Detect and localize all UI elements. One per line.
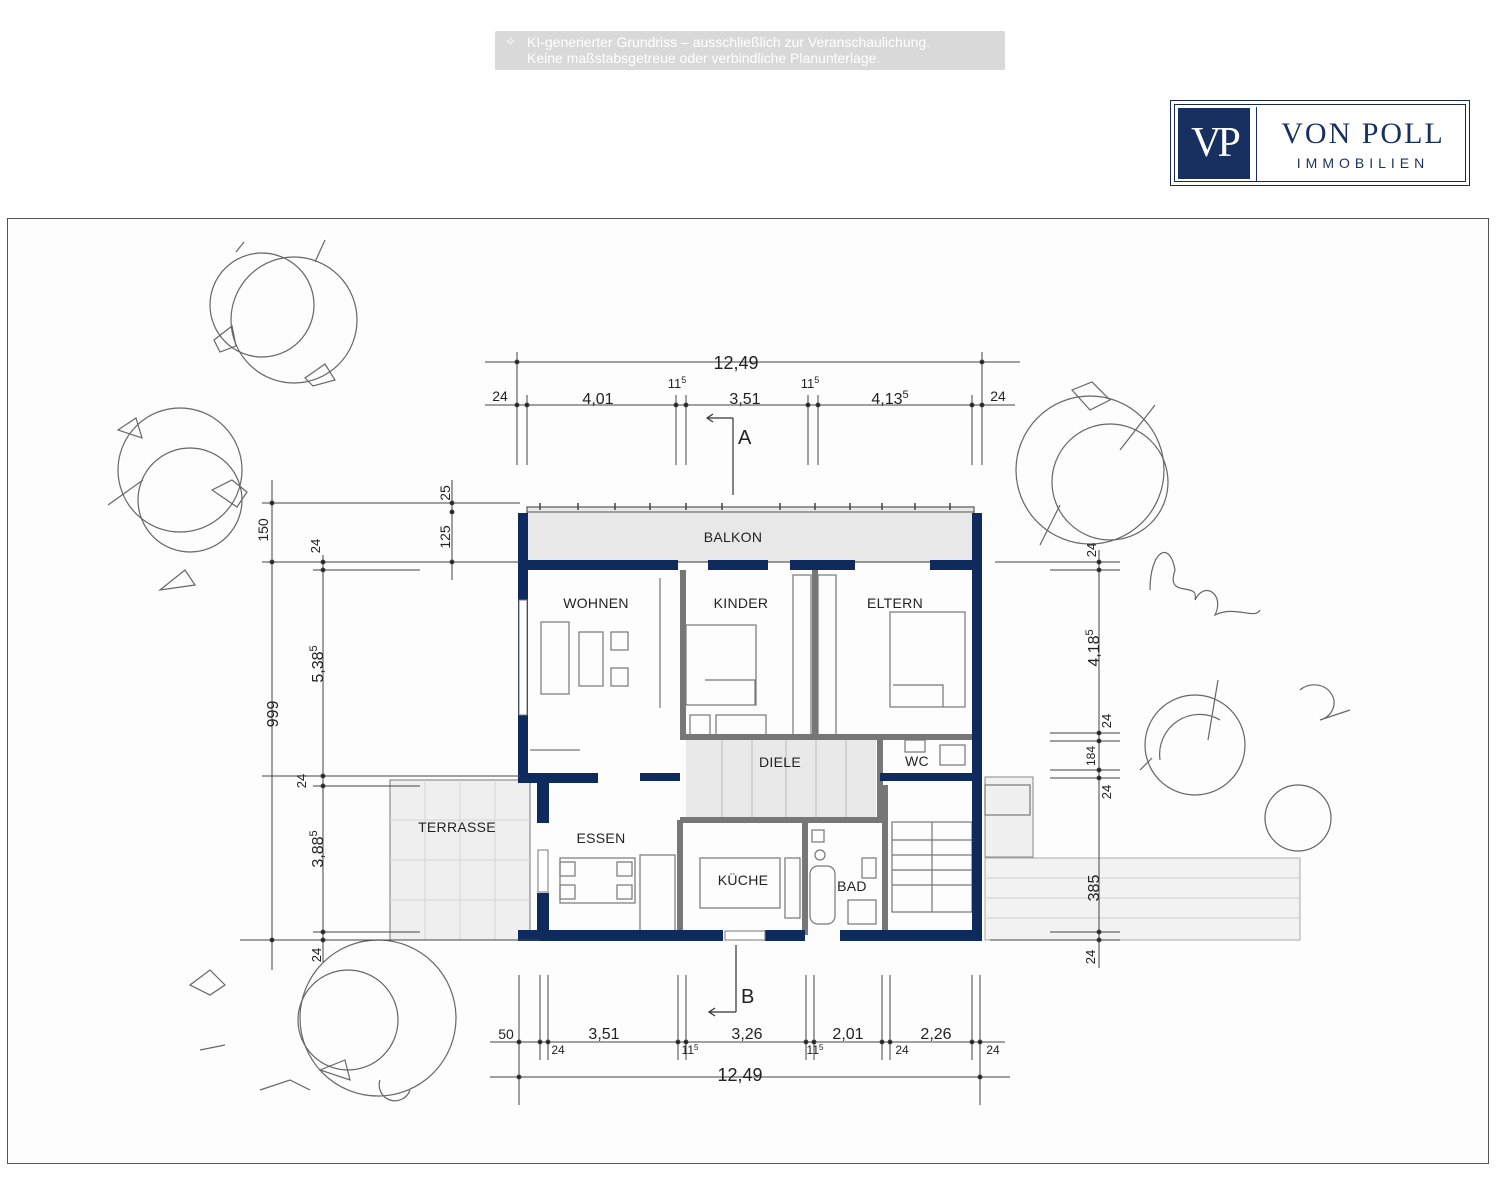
dim-top-wall-right: 24: [990, 388, 1006, 404]
dims-left: 999 150 25 125 24 5,385 24 3,885 24: [255, 485, 453, 962]
logo-divider: [1256, 107, 1257, 181]
dim-left-balkon-total: 150: [255, 518, 271, 542]
dims-top: 12,49 24 4,01 115 3,51 115 4,135 24: [492, 353, 1006, 408]
section-label-a: A: [738, 427, 752, 449]
tree-icon: [1139, 679, 1246, 796]
dim-top-seg2: 3,51: [729, 391, 760, 408]
von-poll-logo: VP VON POLL IMMOBILIEN: [1170, 100, 1470, 186]
floor-plan-frame: [7, 218, 1489, 1164]
room-label-kinder: KINDER: [714, 595, 769, 611]
sparkle-icon: ✧: [505, 34, 516, 49]
dim-bottom-seg3: 2,01: [832, 1026, 863, 1043]
dim-bottom-total: 12,49: [717, 1065, 762, 1085]
dim-bottom-wall5: 24: [986, 1043, 1000, 1057]
room-label-wc: WC: [905, 753, 929, 769]
logo-subtitle: IMMOBILIEN: [1296, 155, 1430, 171]
logo-name: VON POLL: [1281, 117, 1445, 150]
dim-top-wall-b: 115: [801, 375, 820, 391]
dim-bottom-wall2: 115: [682, 1043, 699, 1057]
interior-walls: [677, 570, 978, 935]
disclaimer-banner: ✧ KI-generierter Grundriss – ausschließl…: [495, 31, 1005, 70]
dim-top-wall-a: 115: [668, 375, 687, 391]
dim-left-wall2: 24: [294, 774, 309, 788]
dim-bottom-seg1: 3,51: [588, 1026, 619, 1043]
dims-bottom: 12,49 50 24 3,51 115 3,26 115 2,01 24 2,…: [498, 1026, 1000, 1085]
dim-bottom-wall4: 24: [895, 1043, 909, 1057]
railing: [539, 503, 951, 510]
room-label-eltern: ELTERN: [867, 595, 923, 611]
logo-frame: [1174, 104, 1466, 182]
disclaimer-line1: KI-generierter Grundriss – ausschließlic…: [527, 34, 931, 50]
dim-bottom-seg2: 3,26: [731, 1026, 762, 1043]
room-label-essen: ESSEN: [577, 830, 626, 846]
room-label-diele: DIELE: [759, 754, 801, 770]
dimension-lines: [240, 352, 1120, 1105]
dim-top-total: 12,49: [713, 353, 758, 373]
dim-bottom-offset: 50: [498, 1026, 514, 1042]
dim-right-wall4: 24: [1083, 950, 1098, 964]
tree-icon: [1015, 381, 1169, 546]
room-label-terrasse: TERRASSE: [418, 819, 496, 835]
dim-bottom-wall1: 24: [551, 1043, 565, 1057]
landscape-sketches: [107, 239, 1351, 1102]
dim-top-wall-left: 24: [492, 388, 508, 404]
room-label-kueche: KÜCHE: [718, 871, 769, 888]
dim-right-wall3: 24: [1099, 785, 1114, 799]
room-label-bad: BAD: [837, 878, 867, 894]
dim-left-wall3: 24: [309, 948, 324, 962]
furniture: [530, 574, 1031, 934]
disclaimer-line2: Keine maßstabsgetreue oder verbindliche …: [527, 50, 881, 66]
dim-top-seg1: 4,01: [582, 391, 613, 408]
dim-bottom-seg4: 2,26: [920, 1026, 951, 1043]
dims-right: 24 4,185 24 184 24 385 24: [1083, 543, 1114, 964]
dim-left-balkon-b: 125: [437, 525, 453, 549]
section-markers: [705, 413, 737, 1017]
dim-right-seg2: 184: [1084, 746, 1098, 766]
tree-icon: [107, 407, 248, 591]
dim-top-seg3: 4,135: [871, 389, 908, 408]
dim-right-seg1: 4,185: [1084, 629, 1103, 666]
shrub-icon: [1149, 551, 1261, 617]
dim-left-seg1: 5,385: [308, 645, 327, 682]
dim-right-wall1: 24: [1084, 543, 1099, 557]
tree-icon: [209, 239, 358, 387]
dim-right-wall2: 24: [1099, 714, 1114, 728]
room-labels: BALKON WOHNEN KINDER ELTERN DIELE WC ESS…: [418, 427, 929, 1008]
room-label-wohnen: WOHNEN: [563, 595, 629, 611]
paving: [389, 776, 1301, 941]
floor-areas: [686, 740, 876, 818]
tree-icon: [1264, 684, 1351, 852]
dim-right-seg3: 385: [1086, 875, 1103, 902]
windows: [518, 599, 766, 941]
room-label-balkon: BALKON: [704, 529, 763, 545]
dim-left-seg2: 3,885: [308, 830, 327, 867]
dim-bottom-wall3: 115: [807, 1043, 824, 1057]
tree-icon: [188, 939, 457, 1102]
logo-mark: VP: [1178, 108, 1250, 179]
dim-left-balkon-a: 25: [437, 485, 453, 501]
dim-left-wall1: 24: [308, 539, 323, 553]
dim-left-total: 999: [265, 701, 282, 728]
section-label-b: B: [741, 986, 755, 1008]
